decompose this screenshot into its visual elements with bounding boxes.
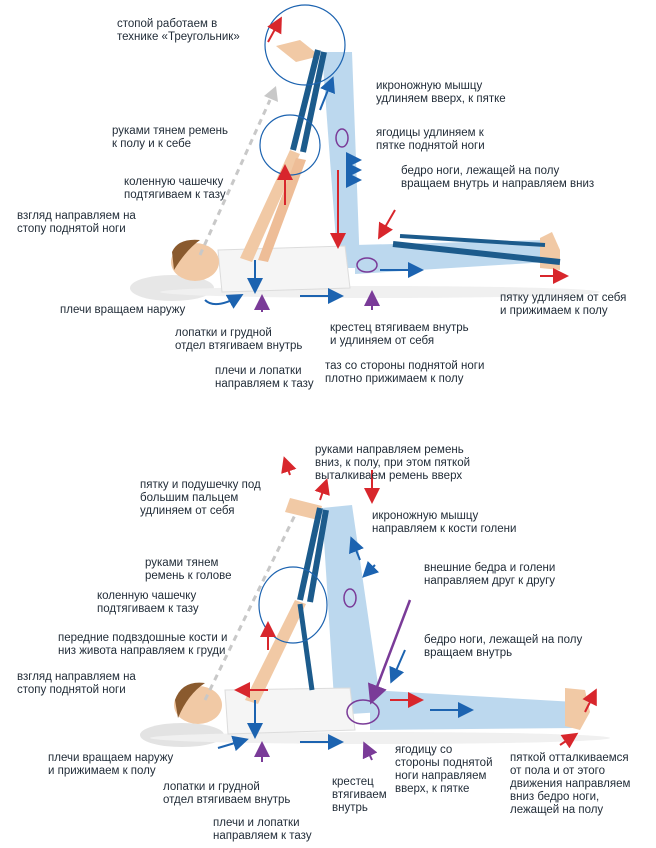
- pose2-label-heel-ball: пятку и подушечку под большим пальцем уд…: [140, 479, 261, 517]
- pose2-label-scapula: лопатки и грудной отдел втягиваем внутрь: [163, 781, 291, 806]
- pose1-label-scapula: лопатки и грудной отдел втягиваем внутрь: [175, 327, 303, 352]
- pose2-label-heel-push: пяткой отталкиваемся от пола и от этого …: [510, 752, 631, 816]
- pose2-hand-circle: [258, 566, 328, 644]
- pose2-label-iliac: передние подвздошные кости и низ живота …: [58, 632, 228, 657]
- pose1-floor-leg: [355, 240, 548, 274]
- pose2-label-calf: икроножную мышцу направляем к кости голе…: [372, 510, 517, 535]
- pose2-floor-leg: [370, 690, 575, 730]
- pose1-strap: [290, 49, 321, 151]
- pose1-label-foot-triangle: стопой работаем в технике «Треугольник»: [117, 18, 240, 43]
- pose2-label-gaze: взгляд направляем на стопу поднятой ноги: [17, 671, 136, 696]
- pose1-torso: [217, 245, 351, 293]
- pose2-label-strap-down: руками направляем ремень вниз, к полу, п…: [315, 444, 471, 482]
- pose2-label-glute: ягодицу со стороны поднятой ноги направл…: [395, 744, 493, 795]
- pose1-label-pelvis: таз со стороны поднятой ноги плотно приж…: [325, 360, 485, 385]
- pose1-label-arms-pull: руками тянем ремень к полу и к себе: [112, 125, 228, 150]
- pose2-label-outer-thighs: внешние бедра и голени направляем друг к…: [424, 562, 556, 587]
- pose1-figure: [130, 4, 600, 312]
- pose2-label-arms-pull: руками тянем ремень к голове: [145, 557, 232, 582]
- pose2-strap: [297, 507, 323, 601]
- pose1-label-glutes: ягодицы удлиняем к пятке поднятой ноги: [376, 127, 485, 152]
- pose1-label-heel: пятку удлиняем от себя и прижимаем к пол…: [500, 292, 627, 317]
- pose2-torso: [224, 687, 356, 735]
- pose1-label-shoulders: плечи вращаем наружу: [60, 304, 186, 316]
- pose1-label-kneecap: коленную чашечку подтягиваем к тазу: [124, 176, 226, 201]
- pose1-raised-foot: [276, 40, 320, 62]
- pose2-raised-leg: [322, 505, 382, 715]
- pose2-label-sacrum: крестец втягиваем внутрь: [332, 776, 387, 814]
- pose1-label-sacrum: крестец втягиваем внутрь и удлиняем от с…: [330, 322, 469, 347]
- pose1-label-shoulders-pelvis: плечи и лопатки направляем к тазу: [215, 365, 314, 390]
- pose1-foot-circle: [264, 4, 346, 86]
- pose2-label-kneecap: коленную чашечку подтягиваем к тазу: [97, 590, 199, 615]
- pose1-label-calf: икроножную мышцу удлиняем вверх, к пятке: [376, 80, 506, 105]
- pose2-label-shoulders: плечи вращаем наружу и прижимаем к полу: [48, 752, 174, 777]
- pose1-label-gaze: взгляд направляем на стопу поднятой ноги: [17, 210, 136, 235]
- pose2-figure: [140, 456, 610, 762]
- pose2-arms: [245, 600, 306, 704]
- pose1-label-thigh: бедро ноги, лежащей на полу вращаем внут…: [401, 165, 595, 190]
- pose2-label-shoulders-pelvis: плечи и лопатки направляем к тазу: [213, 817, 312, 842]
- pose2-raised-foot: [285, 498, 322, 520]
- pose2-label-thigh: бедро ноги, лежащей на полу вращаем внут…: [424, 634, 583, 659]
- pose1-raised-leg: [322, 52, 360, 268]
